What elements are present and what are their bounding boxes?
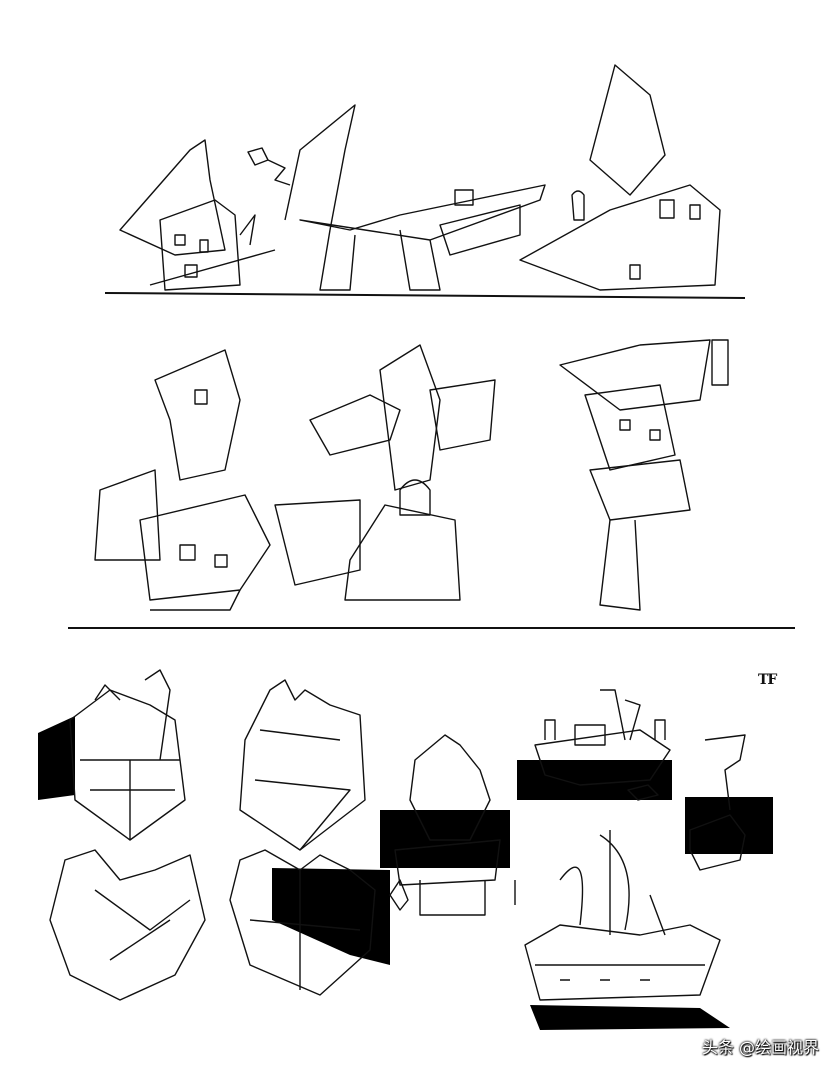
tower-3 — [559, 339, 729, 611]
flying-debris — [247, 147, 291, 186]
ship — [524, 830, 721, 1001]
artist-signature: TF — [758, 672, 777, 688]
hanging-crate — [689, 734, 746, 871]
house-1 — [119, 139, 276, 291]
tower-2 — [274, 344, 496, 601]
tower-1 — [94, 349, 271, 611]
shadow-blocks — [38, 716, 773, 1030]
ground-line-row1 — [104, 292, 746, 299]
roof-study — [49, 849, 206, 1001]
lantern-hut — [389, 734, 516, 916]
pagoda-house — [69, 669, 186, 841]
pagoda-wireframe — [239, 679, 366, 851]
dock-platform — [534, 689, 671, 801]
watermark-text: 头条 @绘画视界 — [701, 1038, 819, 1057]
house-3 — [519, 64, 721, 291]
pagoda-cluster — [229, 849, 376, 996]
house-2 — [284, 104, 546, 291]
